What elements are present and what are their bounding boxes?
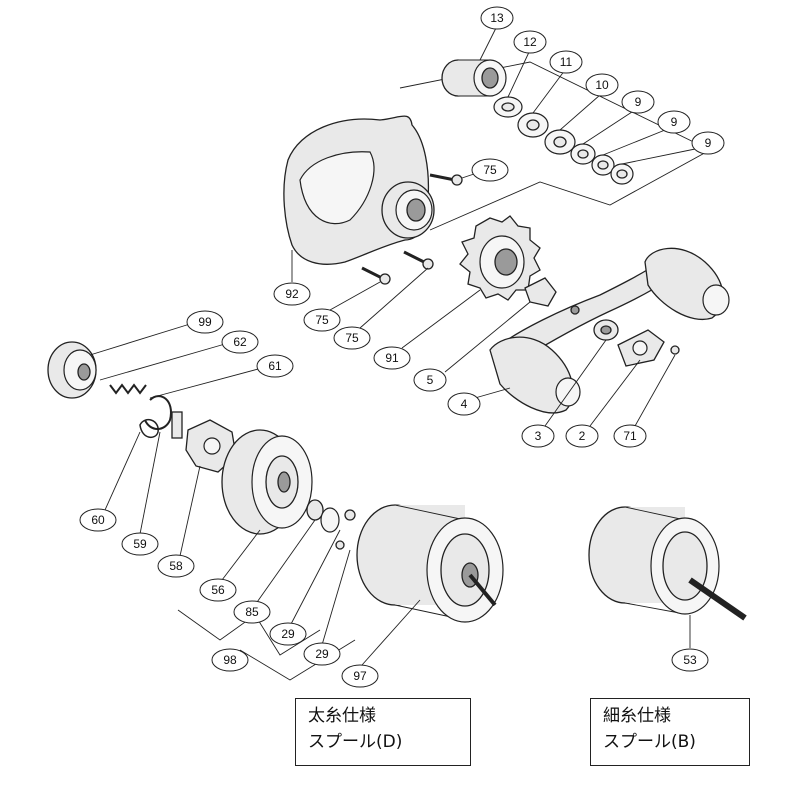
label-75-a: 75 xyxy=(483,163,497,177)
callout-labels: 13 12 11 10 9 9 9 75 92 75 75 91 5 4 3 2… xyxy=(91,11,711,683)
label-99: 99 xyxy=(198,315,212,329)
label-9-a: 9 xyxy=(635,95,642,109)
left-small-parts xyxy=(139,411,237,473)
spool-97 xyxy=(356,504,504,623)
label-71: 71 xyxy=(623,429,637,443)
side-plate-92 xyxy=(283,115,435,265)
label-85: 85 xyxy=(245,605,259,619)
label-9-c: 9 xyxy=(705,136,712,150)
label-13: 13 xyxy=(490,11,504,25)
label-75-c: 75 xyxy=(345,331,359,345)
label-2: 2 xyxy=(579,429,586,443)
leader-lines xyxy=(89,27,701,681)
label-12: 12 xyxy=(523,35,537,49)
label-97: 97 xyxy=(353,669,367,683)
label-9-b: 9 xyxy=(671,115,678,129)
label-59: 59 xyxy=(133,537,147,551)
label-56: 56 xyxy=(211,583,225,597)
label-61: 61 xyxy=(268,359,282,373)
caption-spool-b-line2: スプール(B) xyxy=(603,732,696,752)
caption-spool-d: 太糸仕様 スプール(D) xyxy=(295,698,471,766)
star-drag-91 xyxy=(459,215,541,301)
label-29-b: 29 xyxy=(315,647,329,661)
label-62: 62 xyxy=(233,335,247,349)
label-29-a: 29 xyxy=(281,627,295,641)
caption-spool-d-line1: 太糸仕様 xyxy=(308,706,376,726)
label-98: 98 xyxy=(223,653,237,667)
label-11: 11 xyxy=(560,55,573,69)
label-4: 4 xyxy=(461,397,468,411)
label-58: 58 xyxy=(169,559,183,573)
label-92: 92 xyxy=(285,287,299,301)
label-60: 60 xyxy=(91,513,105,527)
caption-spool-b-line1: 細糸仕様 xyxy=(603,706,671,726)
label-10: 10 xyxy=(595,78,609,92)
bearing-stack xyxy=(399,59,711,231)
screws-75 xyxy=(361,173,463,285)
label-5: 5 xyxy=(427,373,434,387)
handle-4 xyxy=(489,247,730,414)
left-cap-group xyxy=(47,341,172,430)
label-91: 91 xyxy=(385,351,399,365)
nut-5 xyxy=(524,277,557,307)
caption-spool-b: 細糸仕様 スプール(B) xyxy=(590,698,750,766)
handle-small-parts xyxy=(593,319,680,367)
label-53: 53 xyxy=(683,653,697,667)
spool-53 xyxy=(588,506,747,621)
label-3: 3 xyxy=(535,429,542,443)
label-75-b: 75 xyxy=(315,313,329,327)
callout-bubbles xyxy=(79,6,725,688)
spool-frame-56 xyxy=(221,429,356,550)
caption-spool-d-line2: スプール(D) xyxy=(308,732,403,752)
